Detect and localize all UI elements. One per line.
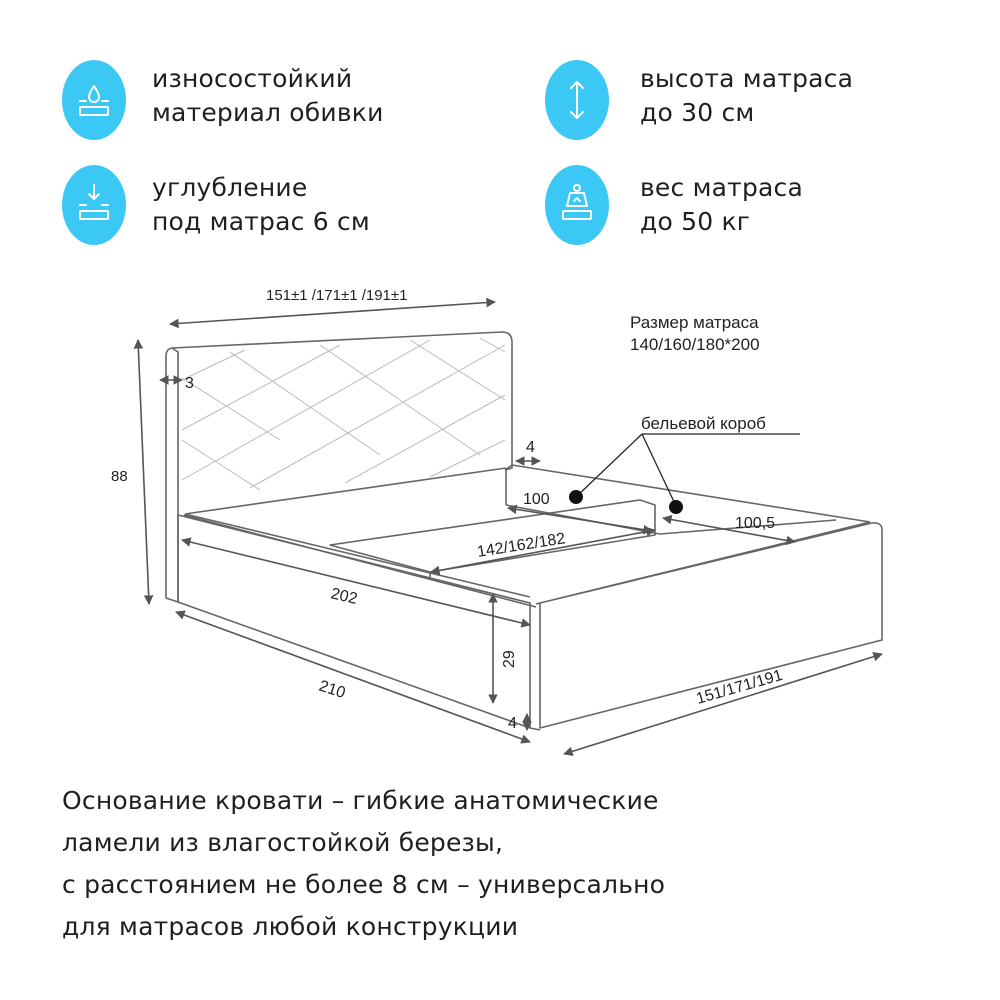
description-text: Основание кровати – гибкие анатомические… — [62, 780, 665, 948]
feature-text: износостойкий материал обивки — [152, 62, 384, 130]
feature-line: под матрас 6 см — [152, 207, 370, 236]
dim-line-total-width — [563, 652, 883, 756]
label-inner-length: 202 — [329, 585, 359, 608]
feature-line: материал обивки — [152, 98, 384, 127]
foot-panel — [535, 521, 883, 729]
feature-line: высота матраса — [640, 64, 854, 93]
feature-line: износостойкий — [152, 64, 353, 93]
fabric-drop-icon — [62, 60, 126, 140]
up-down-arrow-icon — [545, 60, 609, 140]
storage-marker — [569, 490, 583, 504]
storage-marker — [669, 500, 683, 514]
label-storage-box: бельевой короб — [641, 414, 766, 433]
label-side-height: 29 — [501, 650, 518, 668]
dim-line-height-total — [133, 339, 154, 605]
label-side-thickness: 4 — [526, 439, 535, 456]
callout-line — [641, 433, 677, 507]
label-mattress-size: Размер матраса — [630, 313, 759, 332]
dim-line-total-length — [175, 610, 531, 744]
dim-line-headboard-width — [169, 297, 496, 329]
description-line: с расстоянием не более 8 см – универсаль… — [62, 870, 666, 899]
label-mattress-size-value: 140/160/180*200 — [630, 335, 760, 354]
feature-line: углубление — [152, 173, 308, 202]
headboard — [165, 331, 513, 603]
description-line: Основание кровати – гибкие анатомические — [62, 786, 659, 815]
feature-text: вес матраса до 50 кг — [640, 171, 803, 239]
back-side-rail — [504, 464, 871, 523]
label-box-right: 100,5 — [735, 515, 775, 532]
weight-icon — [545, 165, 609, 245]
feature-text: высота матраса до 30 см — [640, 62, 853, 130]
quilt-pattern — [181, 337, 506, 491]
label-leg-gap: 4 — [508, 715, 517, 732]
label-headboard-width: 151±1 /171±1 /191±1 — [266, 287, 407, 304]
bed-dimension-diagram: 151±1 /171±1 /191±1 Размер матраса 140/1… — [111, 287, 883, 756]
label-height-total: 88 — [111, 468, 128, 485]
description-line: ламели из влагостойкой березы, — [62, 828, 504, 857]
label-box-left: 100 — [523, 491, 550, 508]
dim-line-box-left — [507, 504, 653, 535]
label-total-length: 210 — [317, 678, 348, 702]
divider-plank — [329, 499, 656, 580]
label-total-width: 151/171/191 — [694, 667, 784, 708]
dim-line-box-right — [662, 514, 796, 546]
feature-line: до 30 см — [640, 98, 755, 127]
feature-line: до 50 кг — [640, 207, 751, 236]
feature-text: углубление под матрас 6 см — [152, 171, 370, 239]
down-arrow-tray-icon — [62, 165, 126, 245]
label-headboard-thickness: 3 — [185, 375, 194, 392]
feature-line: вес матраса — [640, 173, 804, 202]
description-line: для матрасов любой конструкции — [62, 912, 519, 941]
callout-line — [575, 433, 643, 498]
